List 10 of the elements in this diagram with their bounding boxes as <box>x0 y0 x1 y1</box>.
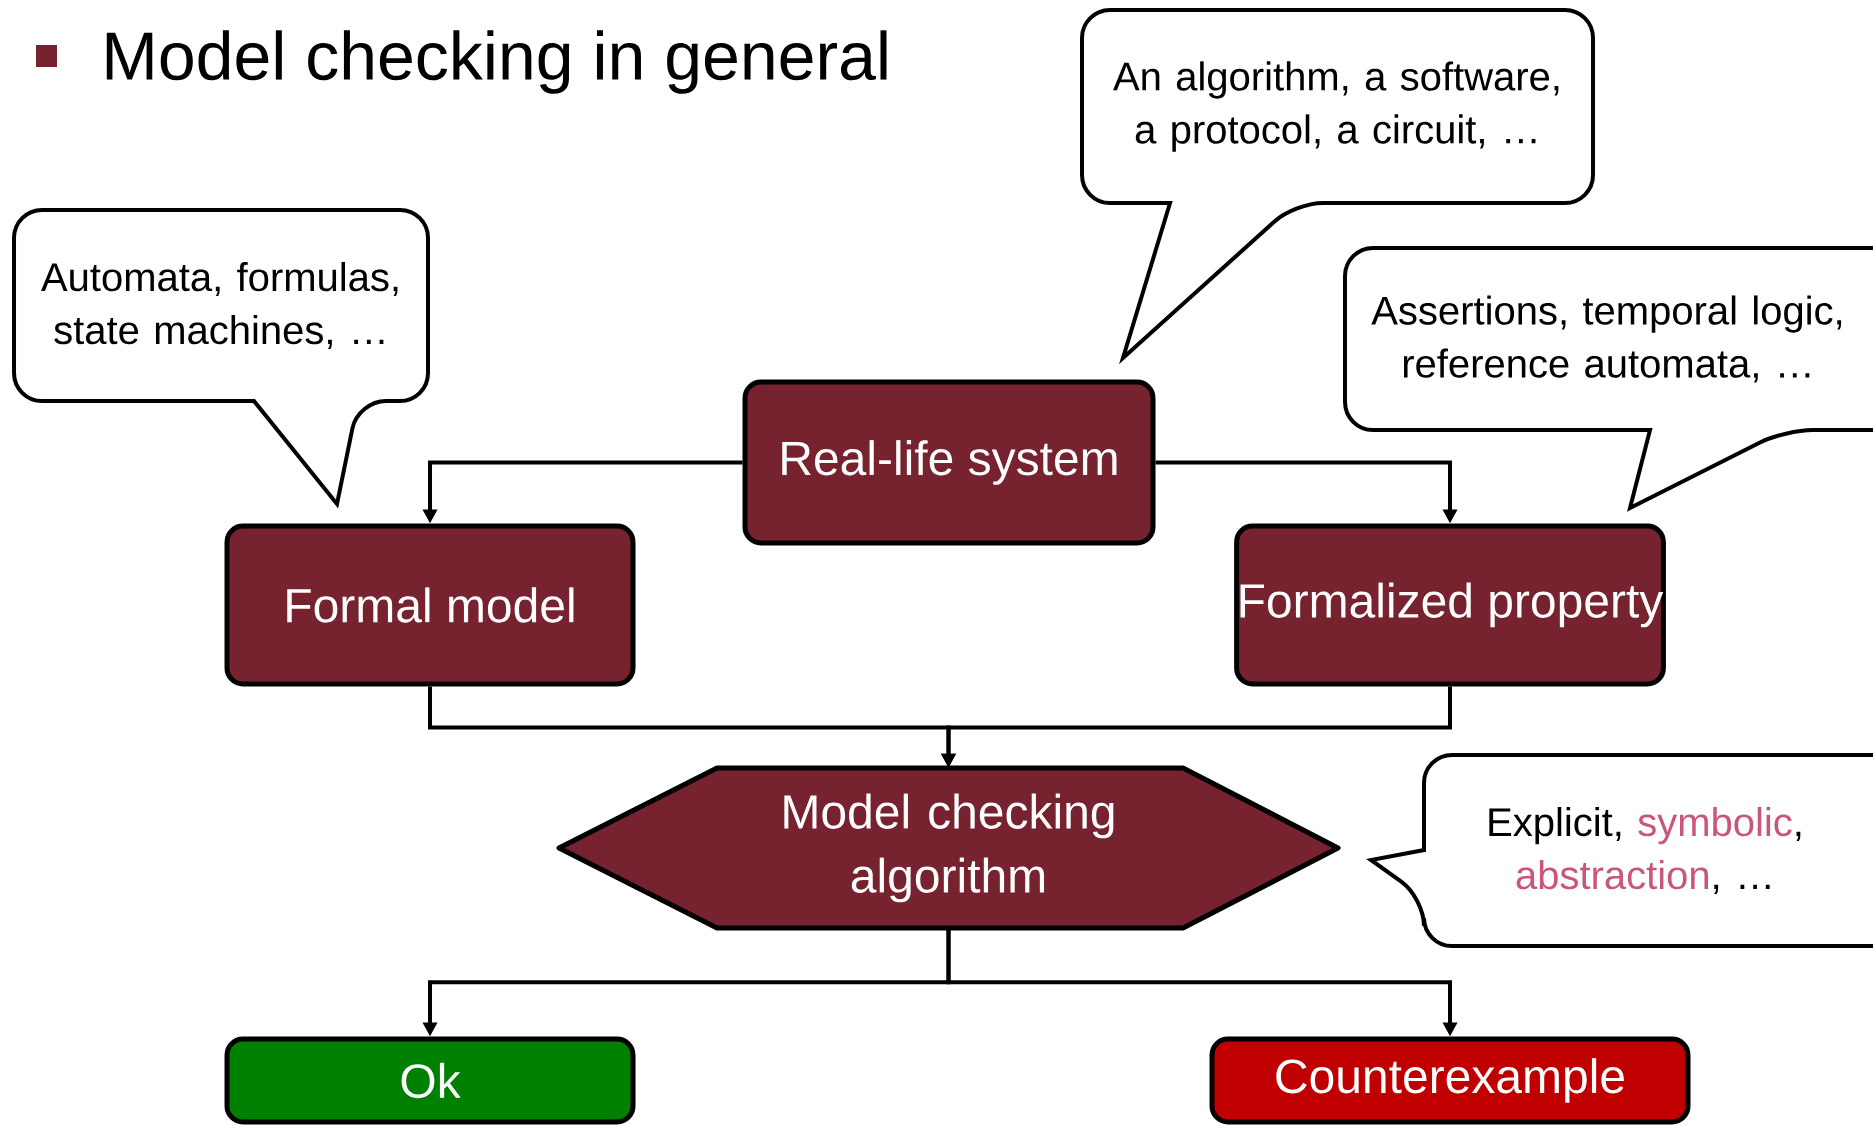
process-box: Formalized property <box>1234 523 1666 687</box>
speech-bubble: Assertions, temporal logic, reference automata, … <box>1343 246 1873 510</box>
process-box: Formal model <box>224 523 636 687</box>
speech-bubble: Explicit, symbolic, abstraction, … <box>1369 753 1873 948</box>
title: Model checking in general <box>106 30 887 94</box>
process-box: Counterexample <box>1209 1036 1691 1125</box>
process-box: Real-life system <box>742 379 1156 546</box>
process-box: Ok <box>224 1036 636 1125</box>
speech-bubble: Automata, formulas, state machines, … <box>12 208 430 506</box>
hexagon-box: Model checking algorithm <box>556 765 1341 931</box>
